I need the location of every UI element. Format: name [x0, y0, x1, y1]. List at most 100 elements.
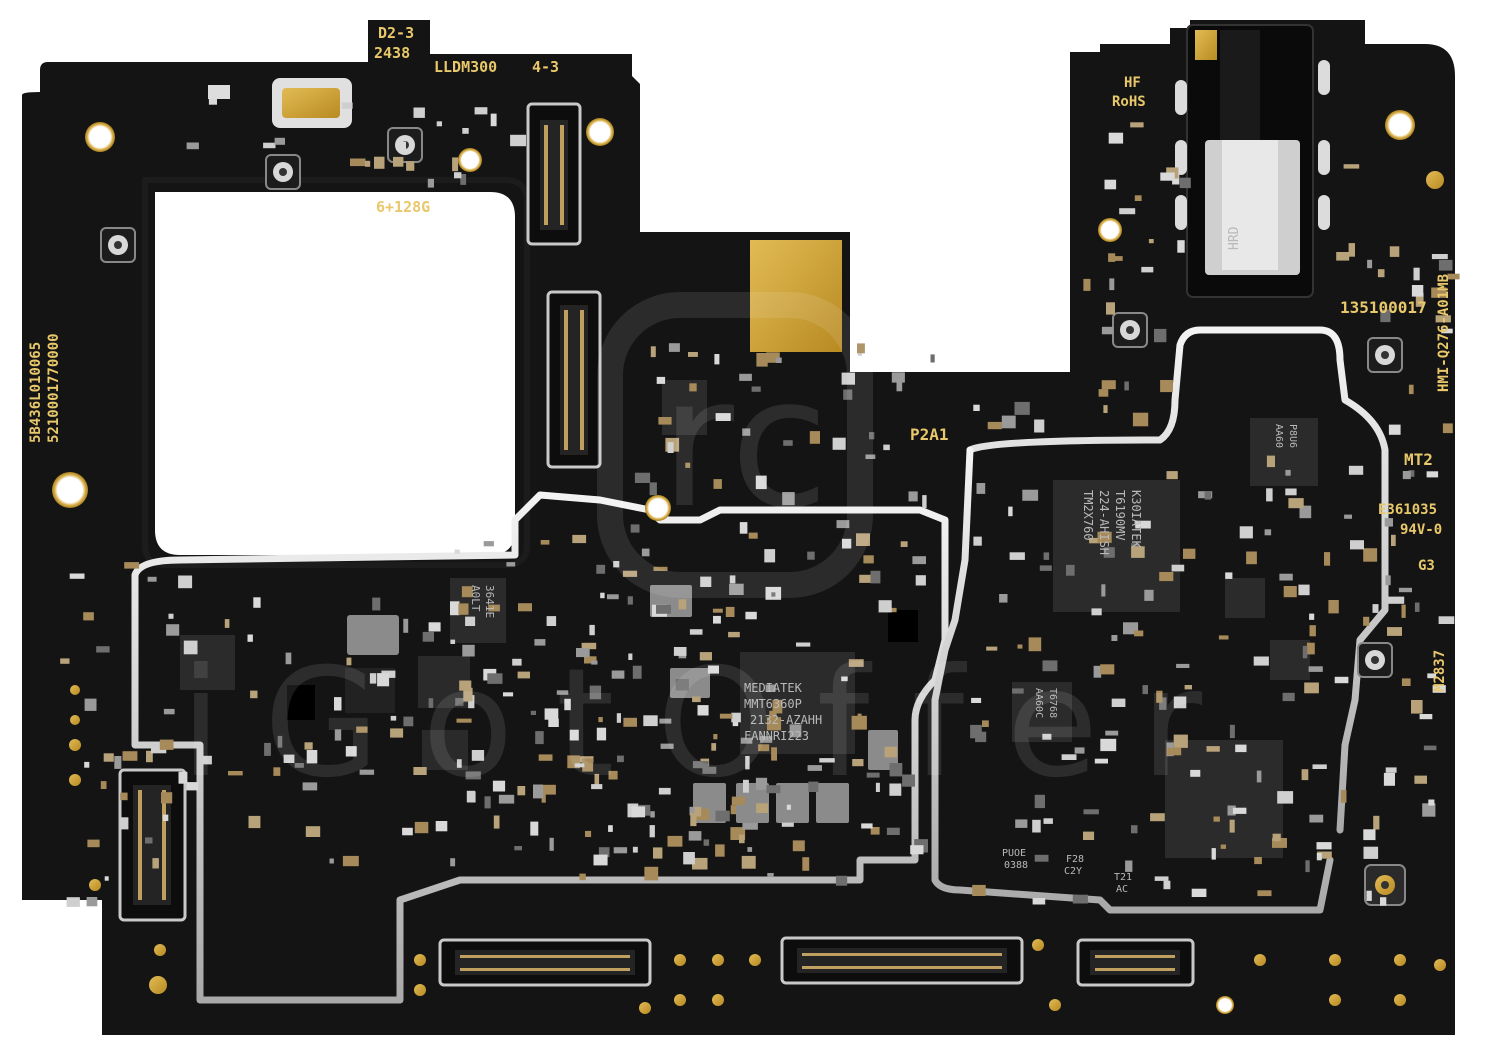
smd-part — [393, 156, 404, 167]
smd-part — [1159, 572, 1174, 582]
smd-part — [1042, 660, 1058, 672]
smd-part — [725, 606, 735, 617]
smd-part — [359, 769, 375, 775]
smd-part — [591, 660, 598, 665]
t21-line2: AC — [1116, 884, 1128, 895]
smd-part — [334, 697, 342, 711]
smd-part — [83, 612, 94, 621]
smd-part — [1401, 678, 1411, 686]
smd-part — [623, 717, 637, 727]
chip-b — [1250, 418, 1318, 486]
smd-part — [673, 647, 687, 656]
smd-part — [1256, 770, 1262, 783]
smd-part — [1366, 890, 1372, 901]
smd-part — [402, 827, 413, 836]
smd-part — [428, 622, 441, 632]
smd-part — [1344, 514, 1352, 519]
smd-part — [1442, 423, 1453, 434]
smd-part — [104, 876, 109, 881]
smd-part — [273, 767, 281, 776]
smd-part — [159, 739, 174, 750]
smd-part — [627, 596, 633, 605]
silk-part-no: 135100017 — [1340, 298, 1427, 317]
smd-part — [1142, 685, 1148, 695]
smd-part — [607, 594, 619, 600]
smd-part — [781, 822, 794, 827]
smd-part — [1301, 769, 1309, 781]
smd-part — [103, 753, 114, 762]
smd-part — [792, 840, 805, 852]
smd-part — [1232, 807, 1247, 814]
smd-part — [247, 634, 253, 642]
smd-part — [1101, 584, 1106, 597]
smd-part — [463, 687, 473, 702]
smd-part — [510, 134, 526, 147]
smd-part — [1426, 471, 1439, 478]
smd-part — [908, 491, 918, 502]
smd-part — [1414, 775, 1427, 784]
smd-part — [1419, 714, 1433, 720]
smd-part — [564, 698, 571, 711]
mounting-holes — [52, 110, 1444, 1014]
smd-part — [1298, 584, 1310, 596]
smd-part — [535, 731, 544, 745]
smd-part — [1072, 894, 1088, 904]
smd-part — [1039, 565, 1052, 571]
smd-part — [1032, 898, 1046, 905]
smd-part — [1309, 613, 1315, 620]
smd-part — [329, 858, 334, 864]
jack-mark: HRD — [1227, 226, 1242, 250]
smd-part — [403, 618, 409, 633]
smd-part — [228, 771, 243, 776]
smd-part — [667, 442, 674, 453]
smd-part — [1312, 764, 1327, 769]
chip-a-line2: AA60C — [1033, 688, 1044, 718]
smd-part — [1173, 696, 1187, 709]
smd-part — [1328, 600, 1339, 614]
smd-part — [1150, 813, 1165, 822]
smd-part — [541, 790, 546, 803]
chip-a-line1: T6768 — [1047, 688, 1058, 718]
smd-part — [889, 763, 903, 777]
smd-part — [1316, 853, 1322, 861]
smd-part — [1204, 491, 1212, 500]
smd-part — [1160, 172, 1175, 181]
smd-part — [1304, 682, 1319, 694]
smd-part — [1302, 645, 1308, 659]
smd-part — [1401, 604, 1406, 618]
smd-part — [120, 817, 129, 830]
smd-part — [546, 616, 557, 626]
smd-part — [1032, 819, 1041, 833]
smd-part — [683, 852, 695, 865]
smd-part — [1190, 769, 1201, 777]
smd-part — [715, 413, 731, 421]
smd-components — [60, 98, 1460, 907]
smd-part — [534, 639, 546, 646]
smd-part — [1387, 627, 1402, 636]
smd-part — [450, 601, 460, 616]
smd-part — [334, 729, 342, 741]
smd-part — [163, 814, 169, 821]
smd-part — [884, 746, 897, 758]
smd-part — [1173, 734, 1188, 748]
smd-part — [283, 754, 295, 763]
smd-part — [771, 592, 776, 597]
smd-part — [84, 761, 90, 768]
smd-part — [471, 750, 485, 761]
smd-part — [1206, 746, 1220, 752]
silk-lldm-rev: 4-3 — [532, 58, 559, 76]
smd-part — [1130, 122, 1144, 128]
smd-part — [732, 720, 739, 727]
smd-part — [808, 781, 819, 792]
smd-part — [649, 825, 655, 838]
pmic-line2: A0LT — [469, 585, 482, 612]
smd-part — [1074, 747, 1085, 754]
smd-part — [178, 771, 188, 784]
smd-part — [1105, 730, 1119, 736]
smd-part — [745, 756, 750, 770]
smd-part — [835, 875, 848, 886]
smd-part — [786, 804, 791, 810]
smd-part — [775, 357, 782, 363]
smd-part — [1229, 819, 1235, 833]
